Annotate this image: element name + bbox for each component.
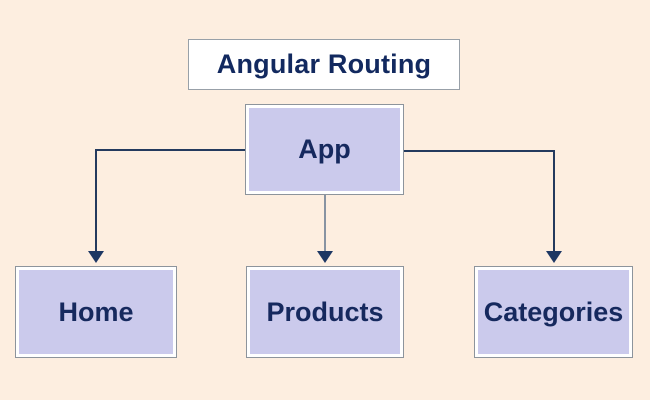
arrowhead-down-home-icon <box>88 251 104 263</box>
diagram-title-box: Angular Routing <box>188 39 460 90</box>
node-app-body: App <box>249 108 400 191</box>
connector-app-categories-horizontal <box>404 150 554 152</box>
diagram-title: Angular Routing <box>216 49 432 79</box>
connector-app-categories-vertical <box>553 150 555 252</box>
node-categories-label: Categories <box>483 296 624 327</box>
node-categories: Categories <box>474 266 633 358</box>
connector-app-home-vertical <box>95 149 97 252</box>
connector-app-products-vertical <box>324 195 326 252</box>
node-app: App <box>245 104 404 195</box>
node-app-label: App <box>298 134 351 164</box>
node-categories-body: Categories <box>478 270 629 354</box>
node-products-label: Products <box>266 296 384 327</box>
node-products: Products <box>246 266 404 358</box>
connector-app-home-horizontal <box>95 149 245 151</box>
arrowhead-down-products-icon <box>317 251 333 263</box>
node-home: Home <box>15 266 177 358</box>
arrowhead-down-categories-icon <box>546 251 562 263</box>
node-home-label: Home <box>58 296 134 327</box>
node-products-body: Products <box>250 270 400 354</box>
node-home-body: Home <box>19 270 173 354</box>
